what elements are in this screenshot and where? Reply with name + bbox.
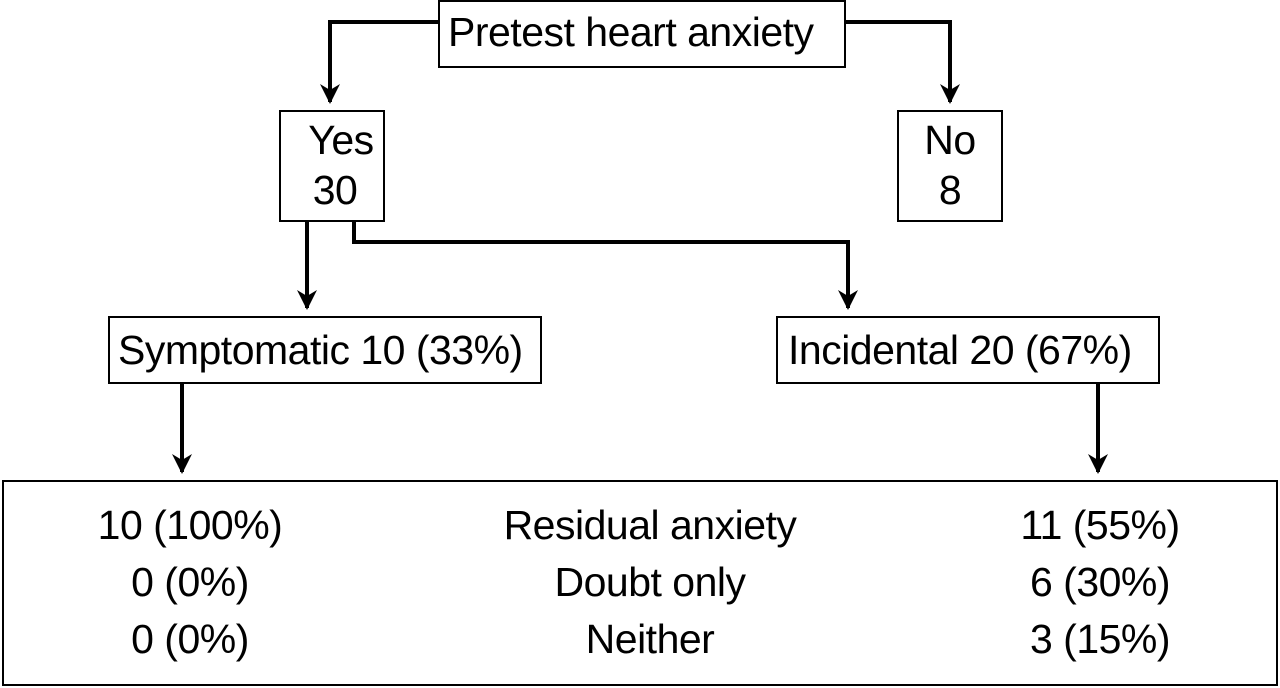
outcome-label-neither: Neither bbox=[585, 616, 715, 662]
no-node-count: 8 bbox=[938, 167, 962, 213]
outcome-label-doubt: Doubt only bbox=[554, 559, 746, 605]
symptomatic-outcome-doubt: 0 (0%) bbox=[131, 559, 249, 605]
outcome-label-residual: Residual anxiety bbox=[503, 502, 797, 548]
incidental-outcome-residual: 11 (55%) bbox=[1020, 502, 1180, 548]
no-node bbox=[897, 110, 1003, 222]
root-node bbox=[438, 0, 846, 68]
yes-node bbox=[279, 110, 385, 222]
edge-root-yes bbox=[320, 20, 438, 104]
no-node-label: No bbox=[924, 117, 976, 163]
outcome-table bbox=[2, 480, 1278, 686]
incidental-outcome-doubt: 6 (30%) bbox=[1029, 559, 1171, 605]
yes-node-count: 30 bbox=[312, 167, 358, 213]
root-node-label: Pretest heart anxiety bbox=[448, 9, 814, 55]
symptomatic-node bbox=[108, 316, 542, 384]
incidental-node-label: Incidental 20 (67%) bbox=[788, 327, 1132, 373]
edge-yes-incidental bbox=[352, 222, 858, 310]
yes-node-label: Yes bbox=[308, 117, 374, 163]
edge-root-no bbox=[846, 20, 960, 104]
incidental-node bbox=[776, 316, 1160, 384]
incidental-outcome-neither: 3 (15%) bbox=[1029, 616, 1171, 662]
symptomatic-node-label: Symptomatic 10 (33%) bbox=[118, 327, 523, 373]
symptomatic-outcome-residual: 10 (100%) bbox=[97, 502, 283, 548]
symptomatic-outcome-neither: 0 (0%) bbox=[131, 616, 249, 662]
